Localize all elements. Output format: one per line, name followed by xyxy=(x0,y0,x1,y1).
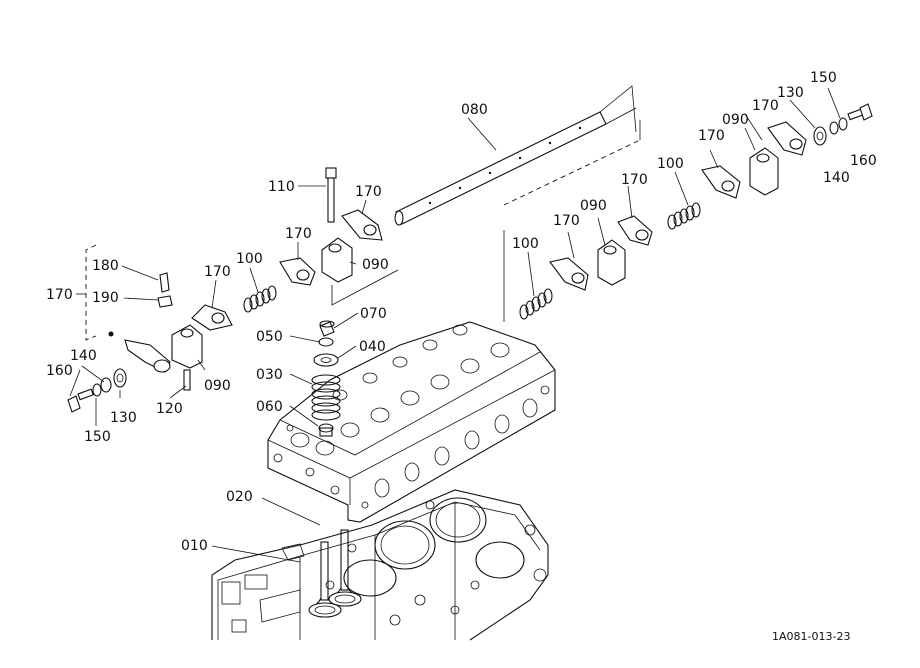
pin-120 xyxy=(183,369,191,391)
callout-180: 180 xyxy=(92,258,119,274)
rocker-arm-170-right-c xyxy=(701,165,741,199)
bolt-110 xyxy=(325,167,337,223)
callout-150-right: 150 xyxy=(810,70,837,86)
figure-id: 1A081-013-23 xyxy=(772,630,850,643)
rocker-bracket-090-left xyxy=(171,324,203,369)
callout-010: 010 xyxy=(181,538,208,554)
rocker-arm-170-right-d xyxy=(767,121,807,156)
callout-160-right: 160 xyxy=(850,153,877,169)
rocker-arm-170-left-a xyxy=(108,331,171,373)
callout-170-right-b: 170 xyxy=(621,172,648,188)
callout-100-right-b: 100 xyxy=(657,156,684,172)
callout-080: 080 xyxy=(461,102,488,118)
washer-140-right xyxy=(838,117,848,131)
callout-140-right: 140 xyxy=(823,170,850,186)
rocker-shaft-080 xyxy=(394,85,637,226)
group-brackets xyxy=(76,120,641,341)
washer-140-left xyxy=(100,377,112,393)
cylinder-head xyxy=(267,321,556,523)
callout-170-right-d: 170 xyxy=(752,98,779,114)
rocker-bracket-090-right-a xyxy=(597,239,626,286)
bolt-160-right xyxy=(847,103,873,121)
engine-block xyxy=(211,489,549,641)
callout-150-left: 150 xyxy=(84,429,111,445)
lock-nut-190 xyxy=(157,295,173,308)
rocker-bracket-090-right-b xyxy=(749,147,779,196)
adjusting-screw-180 xyxy=(159,272,170,293)
callout-170-mid-b: 170 xyxy=(355,184,382,200)
callout-100-right-a: 100 xyxy=(512,236,539,252)
rocker-arm-170-mid-a xyxy=(279,257,316,286)
washer-130-left xyxy=(113,368,127,388)
valve-020 xyxy=(328,529,362,607)
rocker-arm-170-right-b xyxy=(617,215,653,246)
callout-130-right: 130 xyxy=(777,85,804,101)
callout-070: 070 xyxy=(360,306,387,322)
callout-labels: 080 150 130 170 090 170 160 140 100 170 … xyxy=(46,70,877,554)
callout-170-mid-a: 170 xyxy=(285,226,312,242)
spring-retainer-040 xyxy=(313,353,339,367)
spring-100-left xyxy=(243,285,277,313)
callout-170-right-a: 170 xyxy=(553,213,580,229)
callout-060: 060 xyxy=(256,399,283,415)
spring-100-right-b xyxy=(667,202,701,230)
washer-130-right xyxy=(813,126,827,146)
callout-170-left-group: 170 xyxy=(46,287,73,303)
callout-090-mid: 090 xyxy=(362,257,389,273)
rocker-arm-170-right-a xyxy=(549,257,589,291)
bolt-160-left xyxy=(67,388,94,413)
valve-cap-050 xyxy=(318,337,334,347)
callout-090-right-a: 090 xyxy=(580,198,607,214)
callout-090-right-b: 090 xyxy=(722,112,749,128)
callout-170-right-c: 170 xyxy=(698,128,725,144)
callout-110: 110 xyxy=(268,179,295,195)
rocker-bracket-090-mid xyxy=(321,237,353,283)
callout-050: 050 xyxy=(256,329,283,345)
valve-stem-seal-060 xyxy=(318,423,334,437)
valve-010 xyxy=(308,541,342,618)
callout-170-left-b: 170 xyxy=(204,264,231,280)
spring-100-right-a xyxy=(519,288,553,320)
rocker-arm-170-mid-b xyxy=(341,209,383,241)
callout-190: 190 xyxy=(92,290,119,306)
leader-lines xyxy=(69,87,841,563)
callout-020: 020 xyxy=(226,489,253,505)
callout-140-left: 140 xyxy=(70,348,97,364)
callout-040: 040 xyxy=(359,339,386,355)
callout-100-left: 100 xyxy=(236,251,263,267)
callout-130-left: 130 xyxy=(110,410,137,426)
callout-120: 120 xyxy=(156,401,183,417)
callout-090-left: 090 xyxy=(204,378,231,394)
rocker-arm-170-left-b xyxy=(191,304,233,331)
washer-150-left xyxy=(92,383,102,397)
washer-150-right xyxy=(829,121,839,135)
valve-spring-030 xyxy=(311,374,341,421)
callout-030: 030 xyxy=(256,367,283,383)
valve-cotter-070 xyxy=(319,320,335,337)
callout-160-left: 160 xyxy=(46,363,73,379)
